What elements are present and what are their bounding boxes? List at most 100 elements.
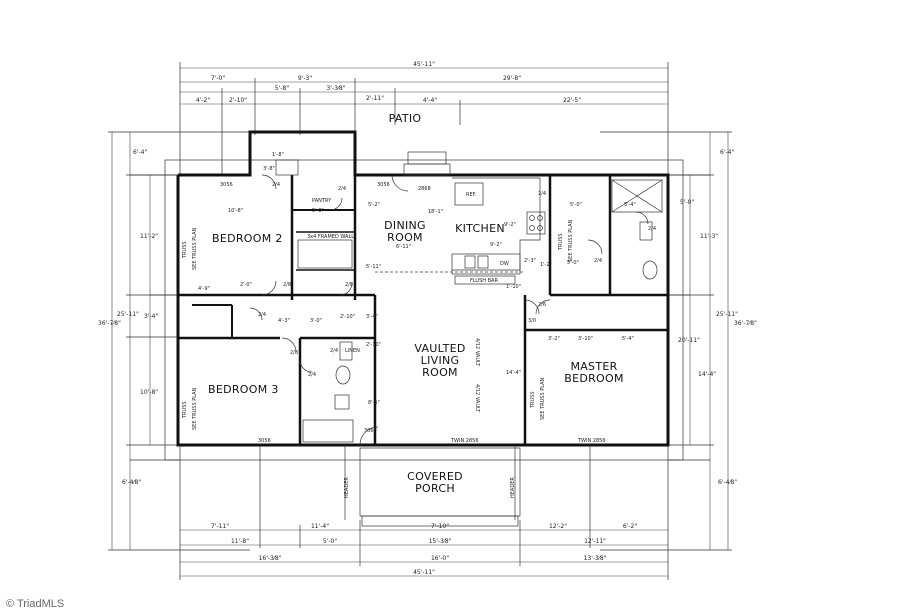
annotations: REF. DW FLUSH BAR 3x4 FRAMED WALL 3056 3… [182, 182, 656, 498]
dim-top-overall: 45'-11" [413, 61, 435, 68]
label-window-bed3: 3056 [258, 438, 271, 444]
dim-left-f: 10'-8" [140, 389, 158, 396]
room-living-1: VAULTED [414, 342, 465, 355]
dim-top-c: 29'-8" [503, 75, 521, 82]
label-truss-bed2: TRUSS [182, 241, 188, 259]
dim-bot-b: 11'-4" [311, 523, 329, 530]
overhang-lines [130, 159, 710, 461]
label-see-truss-master: SEE TRUSS PLAN [540, 377, 546, 420]
dim-bot-a: 7'-11" [211, 523, 229, 530]
label-door-pantry: 2/4 [338, 186, 346, 192]
dim-kitchen-b: 9'-2" [490, 242, 502, 248]
interior-walls [178, 159, 668, 445]
dim-bot-i: 12'-11" [584, 538, 606, 545]
dim-bot-d: 12'-2" [549, 523, 567, 530]
dim-bot-h: 15'-3⁄8" [429, 538, 452, 545]
room-master-1: MASTER [570, 360, 617, 373]
dim-left-a: 6'-4" [133, 149, 147, 156]
label-vault-1: 4/12 VAULT [474, 338, 480, 367]
room-pantry: PANTRY [312, 198, 332, 204]
left-dimensions: 6'-4" 11'-2" 25'-11" 36'-7⁄8" 3'-4" 10'-… [98, 131, 250, 551]
dim-bot-c: 7'-10" [431, 523, 449, 530]
label-header-right: HEADER [510, 477, 516, 498]
interior-dimensions: 1'-8" 3'-8" 5'-8" 10'-8" 18'-1" 5'-2" 6'… [198, 152, 636, 406]
label-truss-bed3: TRUSS [182, 401, 188, 419]
dim-left-b: 11'-2" [140, 233, 158, 240]
label-wall-note: 3x4 FRAMED WALL [307, 234, 354, 240]
room-bedroom-3: BEDROOM 3 [208, 383, 279, 396]
dim-right-f: 20'-11" [678, 337, 700, 344]
room-living-3: ROOM [422, 366, 458, 379]
dim-left-d: 36'-7⁄8" [98, 320, 121, 327]
label-linen: LINEN [345, 348, 360, 354]
label-door-bath: 2/4 [330, 348, 338, 354]
room-living-2: LIVING [421, 354, 460, 367]
label-door-closet: 2/4 [258, 312, 266, 318]
label-door-master: 2/6 [538, 302, 546, 308]
label-dw: DW [500, 261, 509, 267]
room-kitchen: KITCHEN [455, 222, 505, 235]
dim-top-d: 5'-8" [275, 85, 289, 92]
porch [179, 445, 669, 527]
dim-bot-f: 11'-8" [231, 538, 249, 545]
dim-bot-k: 16'-0" [431, 555, 449, 562]
label-window-dining: 3056 [377, 182, 390, 188]
dim-patio-b: 3'-8" [263, 166, 275, 172]
dim-mid-k: 14'-4" [506, 370, 521, 376]
dim-dining-a: 18'-1" [428, 209, 443, 215]
label-door-3068: 3068 [364, 428, 377, 434]
dim-bath-b: 5'-4" [624, 202, 636, 208]
label-window-master: TWIN 2856 [577, 438, 606, 444]
dim-bed2-w: 10'-8" [228, 208, 243, 214]
dim-left-g: 6'-4⁄8" [122, 479, 141, 486]
label-flush-bar: FLUSH BAR [470, 278, 498, 284]
dim-bath-c: 5'-0" [567, 260, 579, 266]
label-see-truss-mbath: SEE TRUSS PLAN [568, 219, 574, 262]
dim-mid-d: 4'-3" [278, 318, 290, 324]
label-window-living: TWIN 2856 [450, 438, 479, 444]
room-labels: PATIO BEDROOM 2 DINING ROOM KITCHEN PANT… [208, 112, 623, 495]
dim-pantry-w: 5'-8" [312, 208, 324, 214]
label-ref: REF. [466, 192, 477, 198]
dim-dining-b: 5'-2" [368, 202, 380, 208]
dim-kitchen-d: 1'-2" [540, 262, 552, 268]
dim-patio-a: 1'-8" [272, 152, 284, 158]
dim-left-c: 25'-11" [117, 311, 139, 318]
label-door-mbath: 2/4 [594, 258, 602, 264]
patio-steps [403, 151, 451, 176]
label-door-bath2: 2/4 [308, 372, 316, 378]
label-door-mcloset: 2/4 [648, 226, 656, 232]
label-truss-master: TRUSS [530, 391, 536, 409]
label-door-hall: 2/8 [345, 282, 353, 288]
label-door-bed2: 2/8 [283, 282, 291, 288]
dim-kitchen-a: 9'-2" [504, 222, 516, 228]
dim-mid-m: 3'-10" [578, 336, 593, 342]
label-truss-mbath: TRUSS [558, 233, 564, 251]
bottom-dimensions: 7'-11" 11'-4" 7'-10" 12'-2" 6'-2" 11'-8"… [179, 520, 669, 580]
dim-bot-l: 13'-3⁄8" [584, 555, 607, 562]
label-window-bed2: 3056 [220, 182, 233, 188]
room-patio: PATIO [389, 112, 422, 125]
dim-right-b: 5'-0" [680, 199, 694, 206]
dim-right-c: 11'-3" [700, 233, 718, 240]
label-door-mwic: 2/4 [538, 191, 546, 197]
dim-bath-a: 5'-0" [570, 202, 582, 208]
dim-right-h: 6'-4⁄8" [718, 479, 737, 486]
dim-mid-a: 4'-9" [198, 286, 210, 292]
dim-top-e: 3'-3⁄8" [326, 85, 345, 92]
label-door-master2: 3/0 [528, 318, 536, 324]
dim-bot-overall: 45'-11" [413, 569, 435, 576]
kitchen-fixtures [375, 177, 546, 285]
exterior-walls [176, 130, 670, 447]
dim-top-g: 2'-10" [229, 97, 247, 104]
dim-kitchen-c: 2'-3" [524, 258, 536, 264]
dim-mid-j: 1'-10" [506, 284, 521, 290]
watermark: © TriadMLS [6, 598, 65, 610]
room-bedroom-2: BEDROOM 2 [212, 232, 283, 245]
dim-mid-i: 8'-5" [368, 400, 380, 406]
dim-top-j: 22'-5" [563, 97, 581, 104]
dim-mid-g: 3'-4" [366, 314, 378, 320]
dim-top-h: 2'-11" [366, 95, 384, 102]
label-door-bed3: 2/8 [290, 350, 298, 356]
dim-right-d: 25'-11" [716, 311, 738, 318]
